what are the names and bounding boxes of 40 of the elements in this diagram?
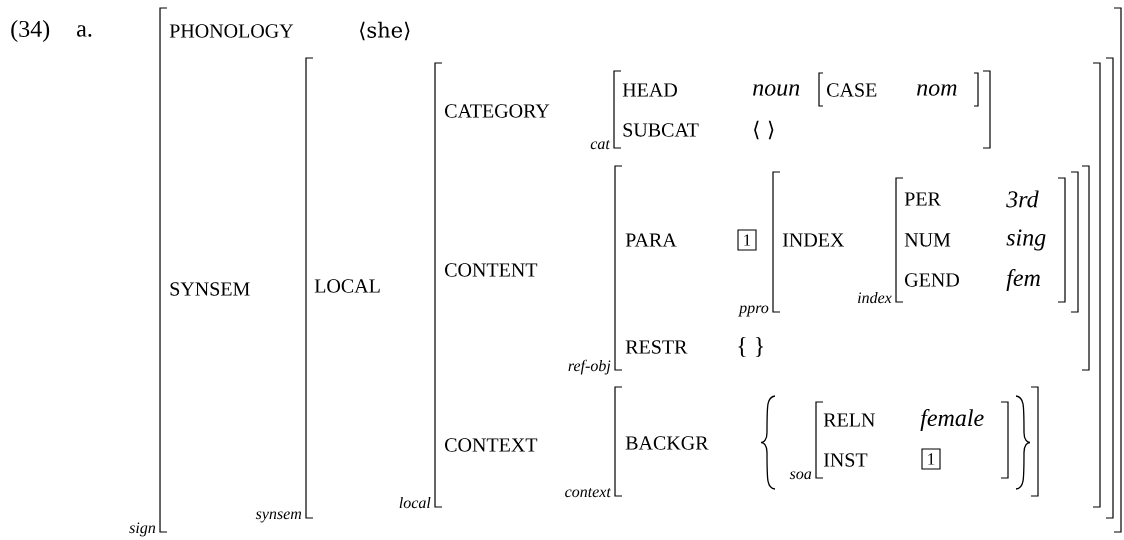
- example-number: (34): [11, 20, 50, 42]
- feature-name: SYNSEM: [170, 282, 250, 296]
- feature-value: female: [920, 409, 984, 431]
- type-label: soa: [789, 471, 812, 480]
- feature-name: INST: [823, 453, 868, 467]
- type-label: ppro: [738, 305, 769, 317]
- type-label: index: [858, 291, 892, 304]
- feature-name: PHONOLOGY: [169, 24, 294, 38]
- type-label: cat: [590, 140, 611, 150]
- feature-name: RESTR: [625, 340, 688, 354]
- feature-name: HEAD: [622, 83, 677, 97]
- feature-name: PARA: [625, 233, 677, 247]
- feature-name: INDEX: [782, 233, 845, 247]
- feature-name: CATEGORY: [445, 104, 550, 118]
- type-label: synsem: [255, 511, 302, 523]
- list-value: ⟨she⟩: [360, 21, 410, 41]
- type-label: context: [565, 488, 612, 498]
- feature-name: CASE: [827, 83, 877, 97]
- feature-name: BACKGR: [625, 436, 709, 450]
- tag-box: 1: [921, 448, 941, 470]
- feature-value: nom: [917, 84, 957, 96]
- tag-box: 1: [737, 229, 757, 251]
- feature-value: fem: [1006, 269, 1040, 291]
- feature-value: 3rd: [1006, 190, 1039, 208]
- feature-name: SUBCAT: [623, 123, 699, 137]
- type-label: local: [399, 496, 431, 509]
- type-label: ref-obj: [568, 359, 611, 375]
- feature-name: CONTEXT: [445, 438, 538, 452]
- list-value: ⟨ ⟩: [754, 120, 774, 140]
- feature-name: GEND: [905, 273, 959, 287]
- feature-name: LOCAL: [314, 279, 380, 293]
- item-letter: a.: [77, 25, 92, 37]
- type-label: sign: [129, 522, 156, 537]
- feature-name: RELN: [823, 413, 875, 427]
- feature-name: NUM: [904, 233, 951, 247]
- feature-value: sing: [1006, 229, 1046, 251]
- feature-name: PER: [904, 192, 941, 206]
- set-value: { }: [738, 337, 764, 357]
- feature-value: noun: [753, 84, 800, 96]
- feature-name: CONTENT: [445, 263, 538, 277]
